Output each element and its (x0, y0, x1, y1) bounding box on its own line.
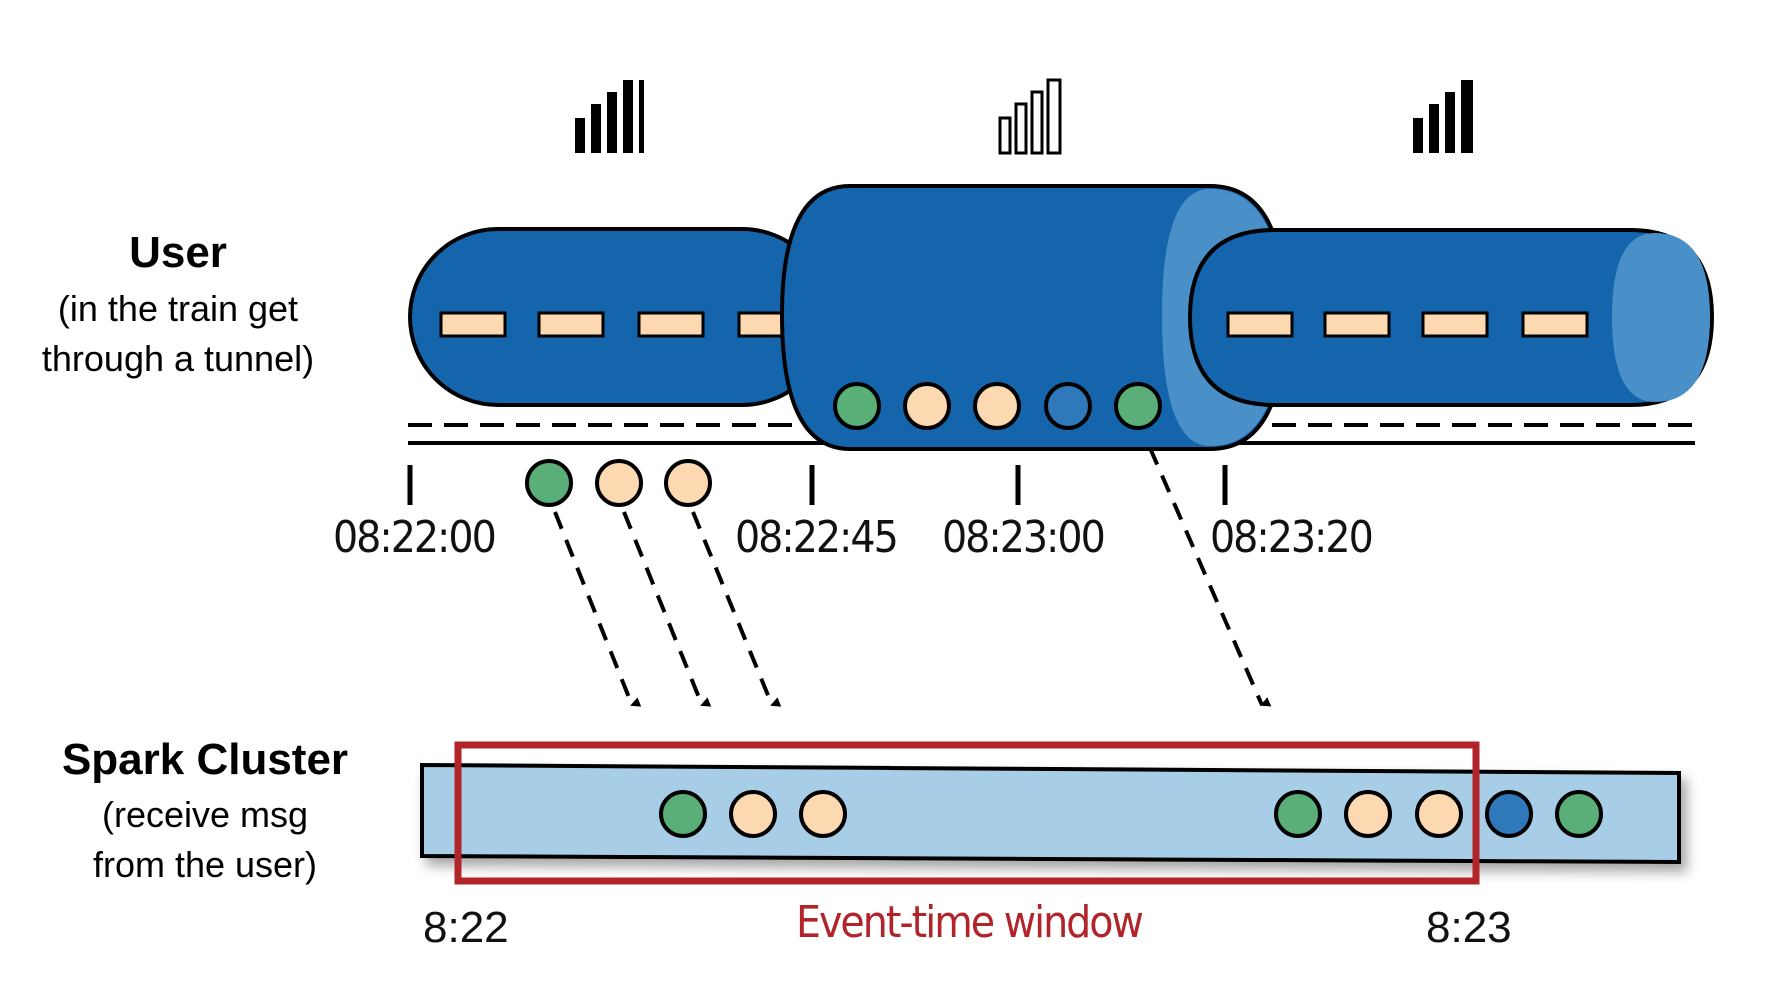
messages-sent-before-tunnel (525, 459, 712, 507)
user-title: User (129, 228, 227, 277)
train-car-right (1187, 228, 1715, 407)
tick-label: 08:22:00 (333, 512, 497, 563)
message-dot (664, 459, 712, 507)
message-dot (1274, 790, 1322, 838)
tick-label: 08:23:00 (942, 512, 1106, 563)
message-dot (973, 382, 1021, 430)
message-dot (1415, 790, 1463, 838)
delivery-arrow (1148, 447, 1272, 707)
timeline-ticks (407, 465, 1228, 505)
cluster-subtitle-line2: from the user) (92, 844, 318, 885)
user-subtitle-line2: through a tunnel) (41, 338, 315, 379)
message-dot (595, 459, 643, 507)
delivery-arrow (553, 511, 642, 707)
event-time-window-frame (454, 741, 1480, 885)
delivery-arrow (691, 511, 782, 707)
delivery-arrows (553, 447, 1272, 707)
user-subtitle-line1: (in the train get (57, 288, 299, 329)
cluster-title: Spark Cluster (61, 735, 349, 784)
messages-held-in-tunnel (833, 382, 1162, 430)
tick-label: 08:22:45 (735, 512, 899, 563)
delivery-arrow (622, 511, 712, 707)
window-end-label: 8:23 (1426, 903, 1512, 952)
message-dot (1044, 382, 1092, 430)
message-dot (1344, 790, 1392, 838)
signal-strong-icon (1413, 80, 1473, 153)
message-dot (1485, 790, 1533, 838)
event-time-window-label: Event-time window (796, 897, 1144, 948)
signal-weak-icon (998, 78, 1062, 155)
message-dot (833, 382, 881, 430)
window-start-label: 8:22 (423, 903, 509, 952)
cluster-subtitle-line1: (receive msg (101, 794, 309, 835)
signal-strong-icon (575, 80, 644, 153)
message-dot (1555, 790, 1603, 838)
message-dot (1114, 382, 1162, 430)
tick-label: 08:23:20 (1210, 512, 1374, 563)
train-car-left (408, 227, 832, 407)
messages-received (659, 790, 1603, 838)
message-dot (659, 790, 707, 838)
message-dot (799, 790, 847, 838)
message-dot (525, 459, 573, 507)
message-dot (903, 382, 951, 430)
message-dot (729, 790, 777, 838)
